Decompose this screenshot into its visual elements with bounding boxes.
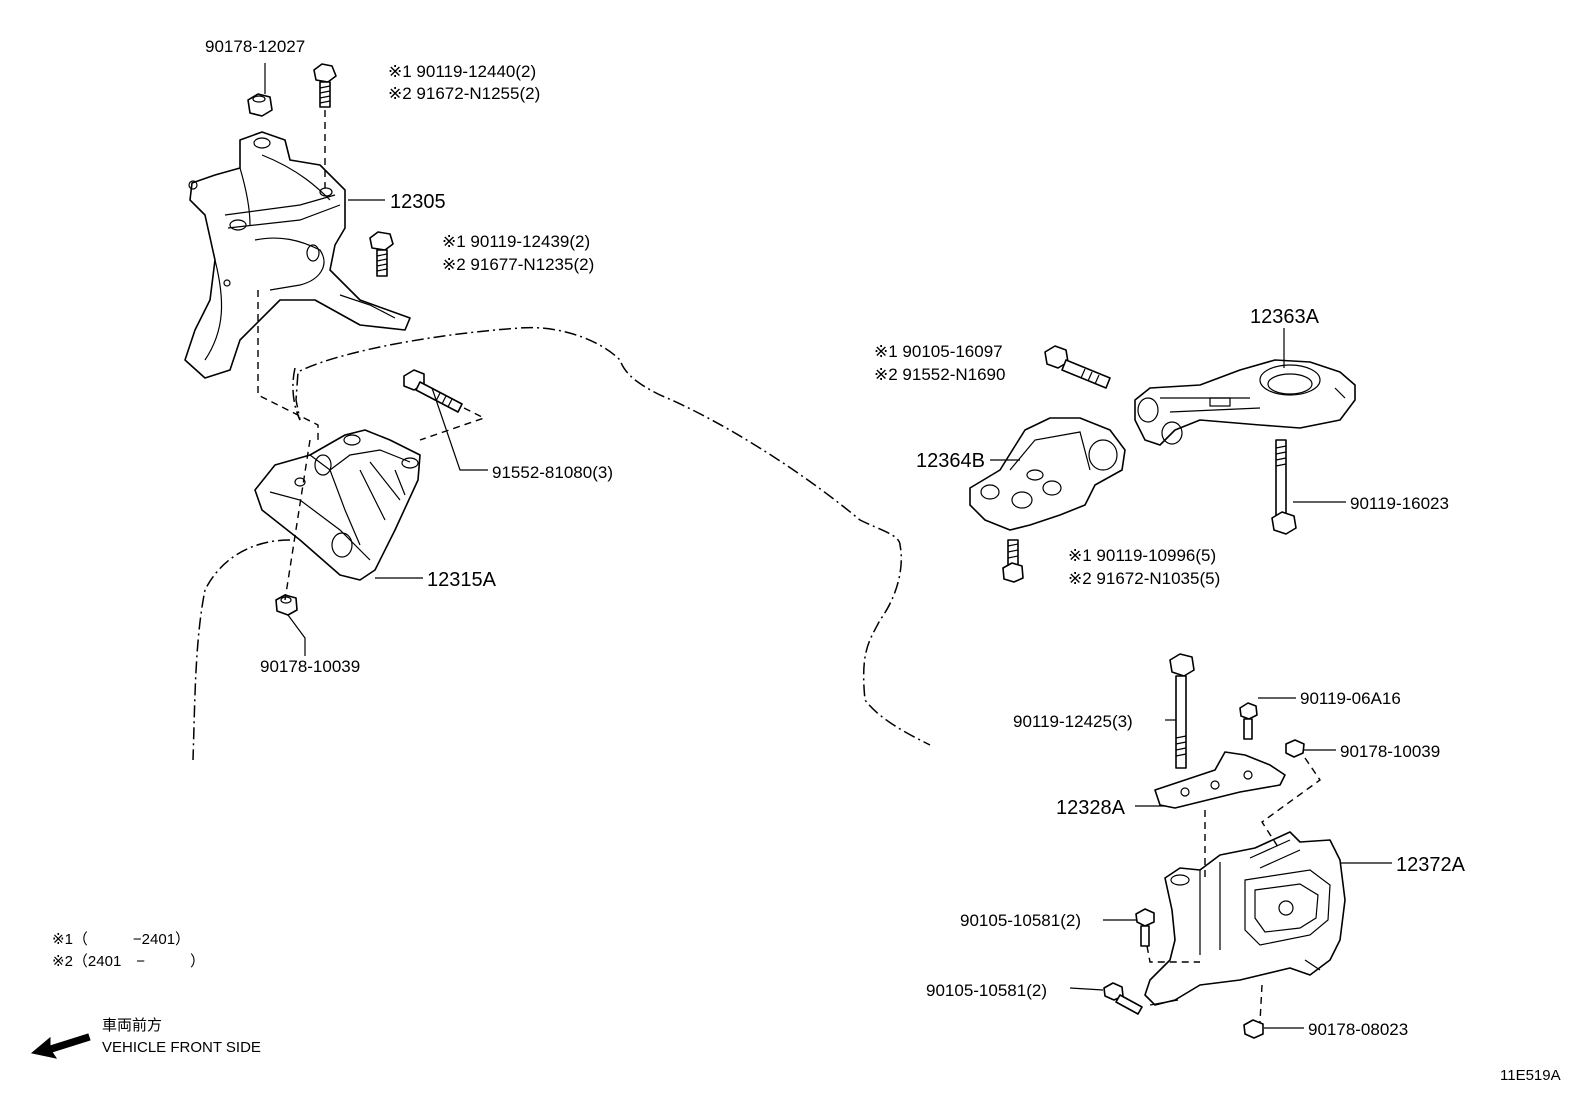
torque-rod-12363A [1134,359,1356,446]
nut-90178-12027-icon [247,93,273,117]
engine-outline [292,326,931,746]
label-12363A: 12363A [1250,306,1320,328]
label-bolt3-a: ※1 90105-16097 [874,342,1003,361]
bolt-90119-12439-icon [369,231,394,277]
bolt-91552-81080-icon [403,369,463,413]
label-12315A: 12315A [427,569,497,591]
alignment-line [1261,757,1321,851]
engine-mount-bracket-12315A [254,429,421,581]
label-12372A: 12372A [1396,854,1466,876]
label-90119-16023: 90119-16023 [1350,494,1449,513]
nut-90178-10039-left-icon [275,594,298,616]
bracket-12364B [969,417,1126,531]
bolt-90119-16023-icon [1271,439,1297,535]
diagram-code: 11E519A [1500,1067,1561,1084]
bolt-90119-10996-icon [1002,539,1024,583]
bolt-90119-06A16-icon [1239,702,1258,740]
label-90178-10039-right: 90178-10039 [1340,742,1440,761]
nut-90178-08023-icon [1243,1019,1264,1039]
label-bolt4-b: ※2 91672-N1035(5) [1068,569,1220,588]
label-90119-12425: 90119-12425(3) [1013,712,1133,731]
label-90105-10581-b: 90105-10581(2) [926,981,1047,1000]
label-bolt2-b: ※2 91677-N1235(2) [442,255,594,274]
label-90119-06A16: 90119-06A16 [1300,689,1401,708]
label-12305: 12305 [390,191,446,213]
label-91552-81080: 91552-81080(3) [492,463,613,482]
alignment-line [257,290,319,440]
bolt-90119-12440-icon [313,63,337,108]
direction-label-jp: 車両前方 [102,1017,162,1034]
engine-outline-left [192,539,291,761]
vehicle-front-arrow-icon [30,1033,91,1059]
bolt-90119-12425-icon [1169,653,1195,769]
label-bolt2-a: ※1 90119-12439(2) [442,232,590,251]
bolt-90105-10581-lower-icon [1103,982,1143,1015]
leader-lines [264,63,1392,1029]
alignment-line [419,407,486,441]
label-90105-10581-a: 90105-10581(2) [960,911,1081,930]
alignment-line [1259,984,1263,1023]
label-90178-12027: 90178-12027 [205,37,305,56]
legend-note-2: ※2（2401 − ） [52,953,205,970]
legend-note-1: ※1（ −2401） [52,931,190,948]
alignment-line [1146,945,1200,963]
label-12328A: 12328A [1056,797,1126,819]
bolt-90105-16097-icon [1044,345,1111,389]
nut-90178-10039-right-icon [1285,739,1305,758]
engine-mount-12372A [1144,831,1346,1006]
label-90178-08023: 90178-08023 [1308,1020,1408,1039]
label-bolt1-a: ※1 90119-12440(2) [388,62,536,81]
label-bolt3-b: ※2 91552-N1690 [874,365,1005,384]
engine-mount-12305 [184,131,411,379]
label-90178-10039-left: 90178-10039 [260,657,360,676]
label-bolt1-b: ※2 91672-N1255(2) [388,84,540,103]
alignment-line [284,439,311,601]
bolt-90105-10581-upper-icon [1135,908,1155,947]
bracket-12328A [1154,751,1286,809]
direction-label-en: VEHICLE FRONT SIDE [102,1039,261,1056]
label-bolt4-a: ※1 90119-10996(5) [1068,546,1216,565]
label-12364B: 12364B [916,450,985,472]
